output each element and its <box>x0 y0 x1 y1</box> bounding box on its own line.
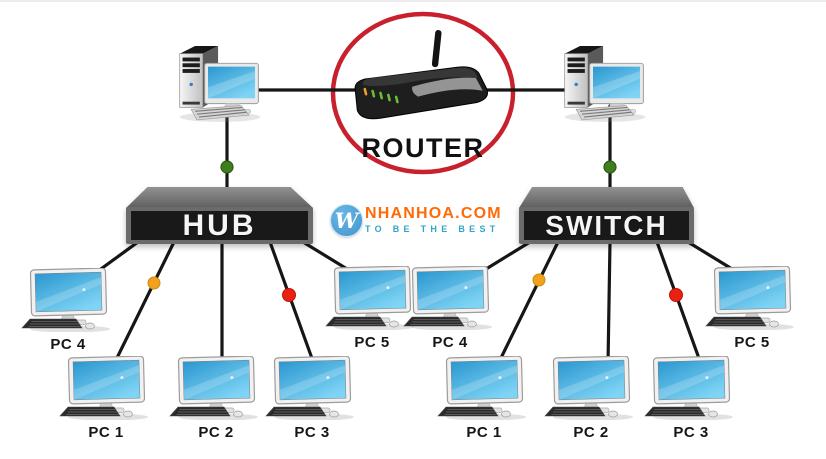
hub-label: HUB <box>182 208 257 242</box>
pc-item: PC 4 <box>400 266 500 351</box>
pc-monitor-icon <box>403 266 492 330</box>
pc-label: PC 4 <box>432 334 468 351</box>
orange-status-dot-right <box>532 273 546 287</box>
pc-monitor-icon <box>21 268 110 332</box>
pc-monitor-icon <box>644 356 733 420</box>
status-dots <box>147 160 683 302</box>
pc-label: PC 1 <box>88 424 124 441</box>
pc-item: PC 4 <box>18 268 118 353</box>
watermark-slogan: TO BE THE BEST <box>365 224 500 234</box>
pc-item: PC 2 <box>166 356 266 441</box>
watermark-logo-circle: W <box>330 204 363 237</box>
pc-item: PC 3 <box>641 356 741 441</box>
switch-label: SWITCH <box>545 209 668 241</box>
watermark-text: NHANHOA.COM TO BE THE BEST <box>365 206 502 234</box>
pc-monitor-icon <box>169 356 258 420</box>
red-status-dot-right <box>669 288 683 302</box>
pc-item: PC 1 <box>434 356 534 441</box>
pc-item: PC 3 <box>262 356 362 441</box>
red-status-dot-left <box>282 288 296 302</box>
hub-device: HUB <box>126 187 313 244</box>
right-workstation-icon <box>564 46 646 122</box>
pc-label: PC 4 <box>50 336 86 353</box>
router-circle <box>330 11 516 175</box>
hub-panel: HUB <box>131 208 308 242</box>
pc-label: PC 5 <box>354 334 390 351</box>
green-status-dot-left <box>220 160 234 174</box>
pc-item: PC 5 <box>702 266 802 351</box>
pc-label: PC 5 <box>734 334 770 351</box>
pc-item: PC 1 <box>56 356 156 441</box>
switch-panel: SWITCH <box>524 211 689 240</box>
pc-monitor-icon <box>265 356 354 420</box>
line-hub-to-pc1 <box>112 240 176 366</box>
pc-label: PC 2 <box>573 424 609 441</box>
line-switch-to-pc2 <box>606 240 612 366</box>
router-label: ROUTER <box>361 133 485 163</box>
switch-device: SWITCH <box>519 187 694 244</box>
router-leds <box>363 87 399 104</box>
router-icon <box>354 30 489 120</box>
line-switch-to-pc1 <box>496 240 560 366</box>
watermark-site: NHANHOA.COM <box>365 205 502 222</box>
line-hub-to-pc5 <box>301 240 354 274</box>
pc-monitor-icon <box>325 266 414 330</box>
pc-label: PC 3 <box>294 424 330 441</box>
hub-top-face <box>126 187 313 208</box>
orange-status-dot-left <box>147 276 161 290</box>
pc-monitor-icon <box>437 356 526 420</box>
left-workstation-icon <box>179 46 261 122</box>
line-hub-to-pc3 <box>268 240 316 366</box>
pc-label: PC 1 <box>466 424 502 441</box>
pc-item: PC 2 <box>541 356 641 441</box>
pc-monitor-icon <box>705 266 794 330</box>
pc-item: PC 5 <box>322 266 422 351</box>
line-switch-to-pc3 <box>655 240 703 366</box>
pc-label: PC 2 <box>198 424 234 441</box>
pc-monitor-icon <box>544 356 633 420</box>
pc-label: PC 3 <box>673 424 709 441</box>
pc-monitor-icon <box>59 356 148 420</box>
green-status-dot-right <box>603 160 617 174</box>
switch-top-face <box>519 187 694 208</box>
watermark: W NHANHOA.COM TO BE THE BEST <box>330 204 502 237</box>
